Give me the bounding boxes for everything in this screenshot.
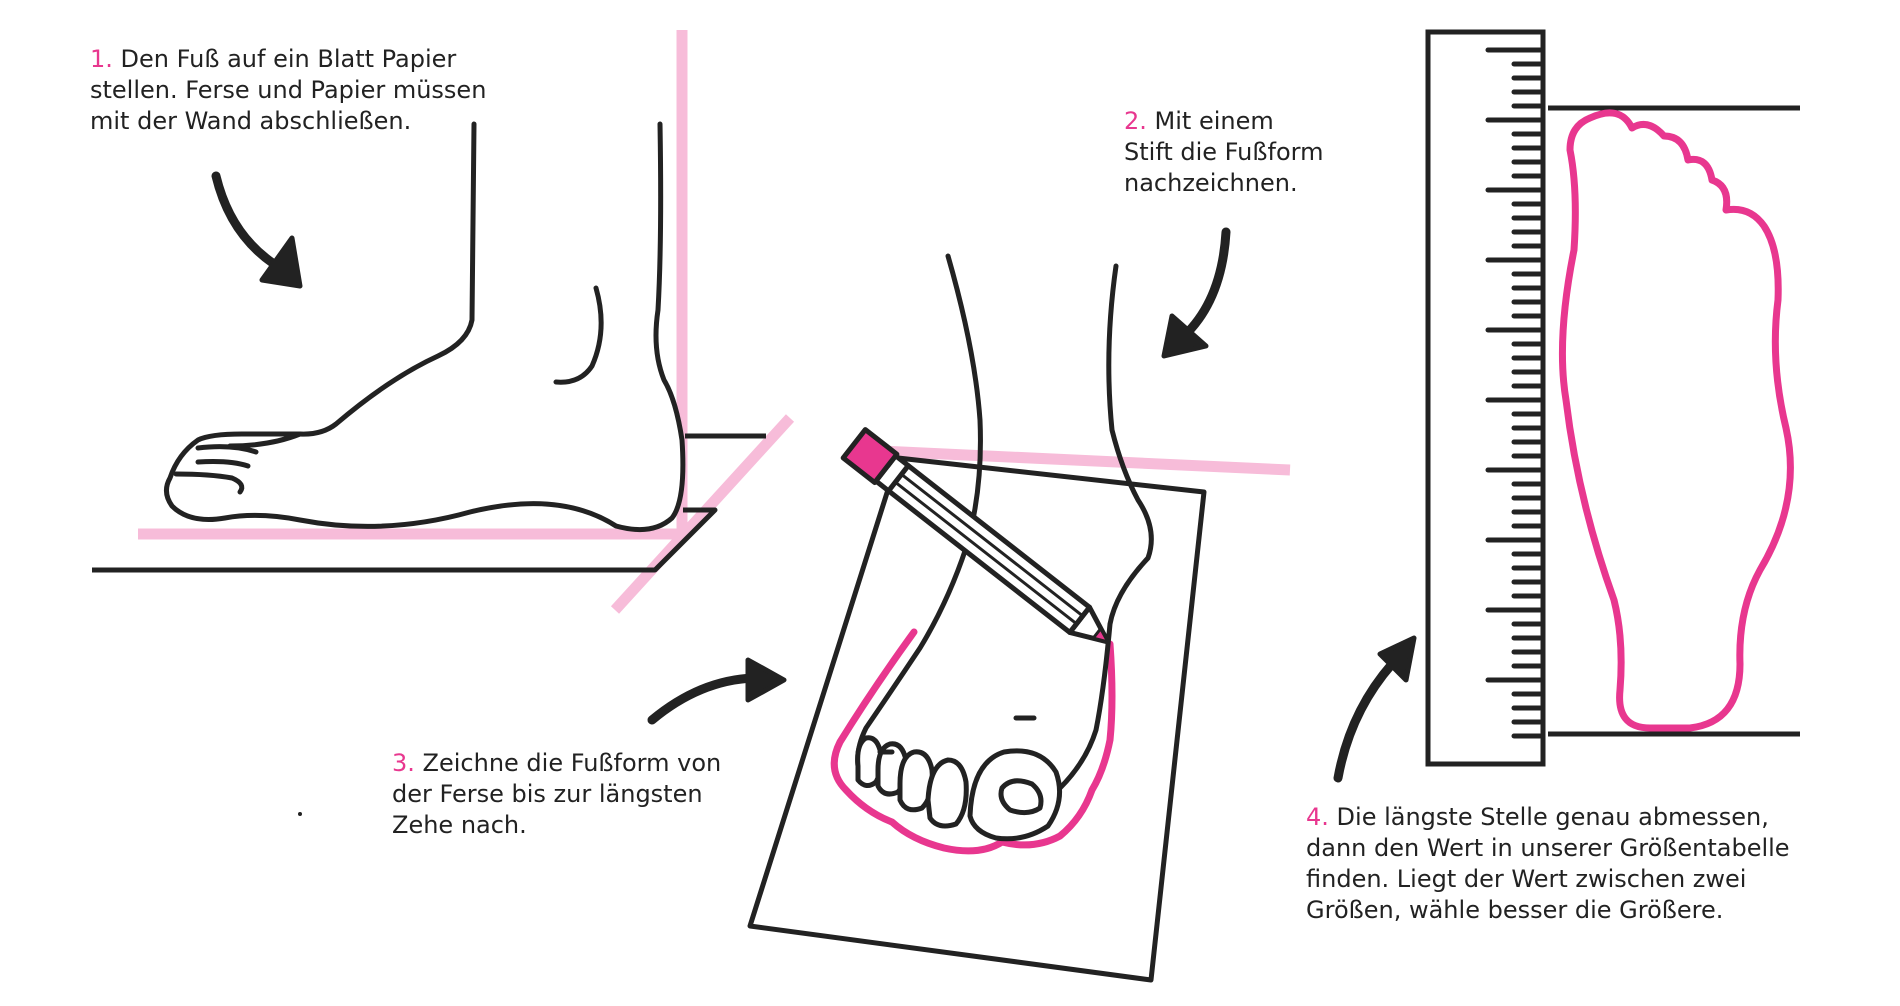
footprint-icon: [1558, 109, 1794, 732]
paper-sheet: [92, 507, 718, 573]
step-1-instruction: 1. Den Fuß auf ein Blatt Papier stellen.…: [90, 44, 610, 137]
step-2-line-3: nachzeichnen.: [1124, 169, 1298, 197]
pencil-icon: [840, 427, 1111, 645]
step-3-line-1: Zeichne die Fußform von: [422, 749, 722, 777]
step-3-line-2: der Ferse bis zur längsten: [392, 780, 703, 808]
step-4-line-2: dann den Wert in unserer Größentabelle: [1306, 834, 1790, 862]
step-2-line-2: Stift die Fußform: [1124, 138, 1324, 166]
step-3-line-3: Zehe nach.: [392, 811, 527, 839]
step-1-line-1: Den Fuß auf ein Blatt Papier: [120, 45, 457, 73]
step-3-instruction: 3. Zeichne die Fußform von der Ferse bis…: [392, 748, 792, 841]
step-4-line-4: Größen, wähle besser die Größere.: [1306, 896, 1724, 924]
step-1-line-3: mit der Wand abschließen.: [90, 107, 412, 135]
panel-1-illustration: [92, 30, 795, 614]
curved-arrow-icon: [1333, 635, 1417, 783]
paper-sheet-top: [747, 455, 1207, 983]
panel-2-illustration: [747, 253, 1291, 983]
curved-arrow-icon: [1161, 227, 1231, 359]
decorative-dot: [298, 812, 302, 816]
step-4-line-1: Die längste Stelle genau abmessen,: [1336, 803, 1769, 831]
wall-tape-line: [857, 444, 1291, 476]
step-2-line-1: Mit einem: [1154, 107, 1274, 135]
panel-4-illustration: [1425, 29, 1800, 767]
step-4-line-3: finden. Liegt der Wert zwischen zwei: [1306, 865, 1747, 893]
ruler-icon: [1425, 29, 1546, 767]
step-3-number: 3.: [392, 749, 415, 777]
step-1-line-2: stellen. Ferse und Papier müssen: [90, 76, 487, 104]
traced-outline: [830, 628, 1116, 855]
curved-arrow-icon: [647, 657, 787, 725]
foot-top-icon: [855, 253, 1154, 842]
step-2-instruction: 2. Mit einem Stift die Fußform nachzeich…: [1124, 106, 1384, 199]
step-2-number: 2.: [1124, 107, 1147, 135]
wall-floor-line: [610, 414, 795, 614]
foot-side-icon: [164, 121, 686, 533]
step-4-instruction: 4. Die längste Stelle genau abmessen, da…: [1306, 802, 1866, 926]
curved-arrow-icon: [211, 171, 303, 289]
step-4-number: 4.: [1306, 803, 1329, 831]
step-1-number: 1.: [90, 45, 113, 73]
